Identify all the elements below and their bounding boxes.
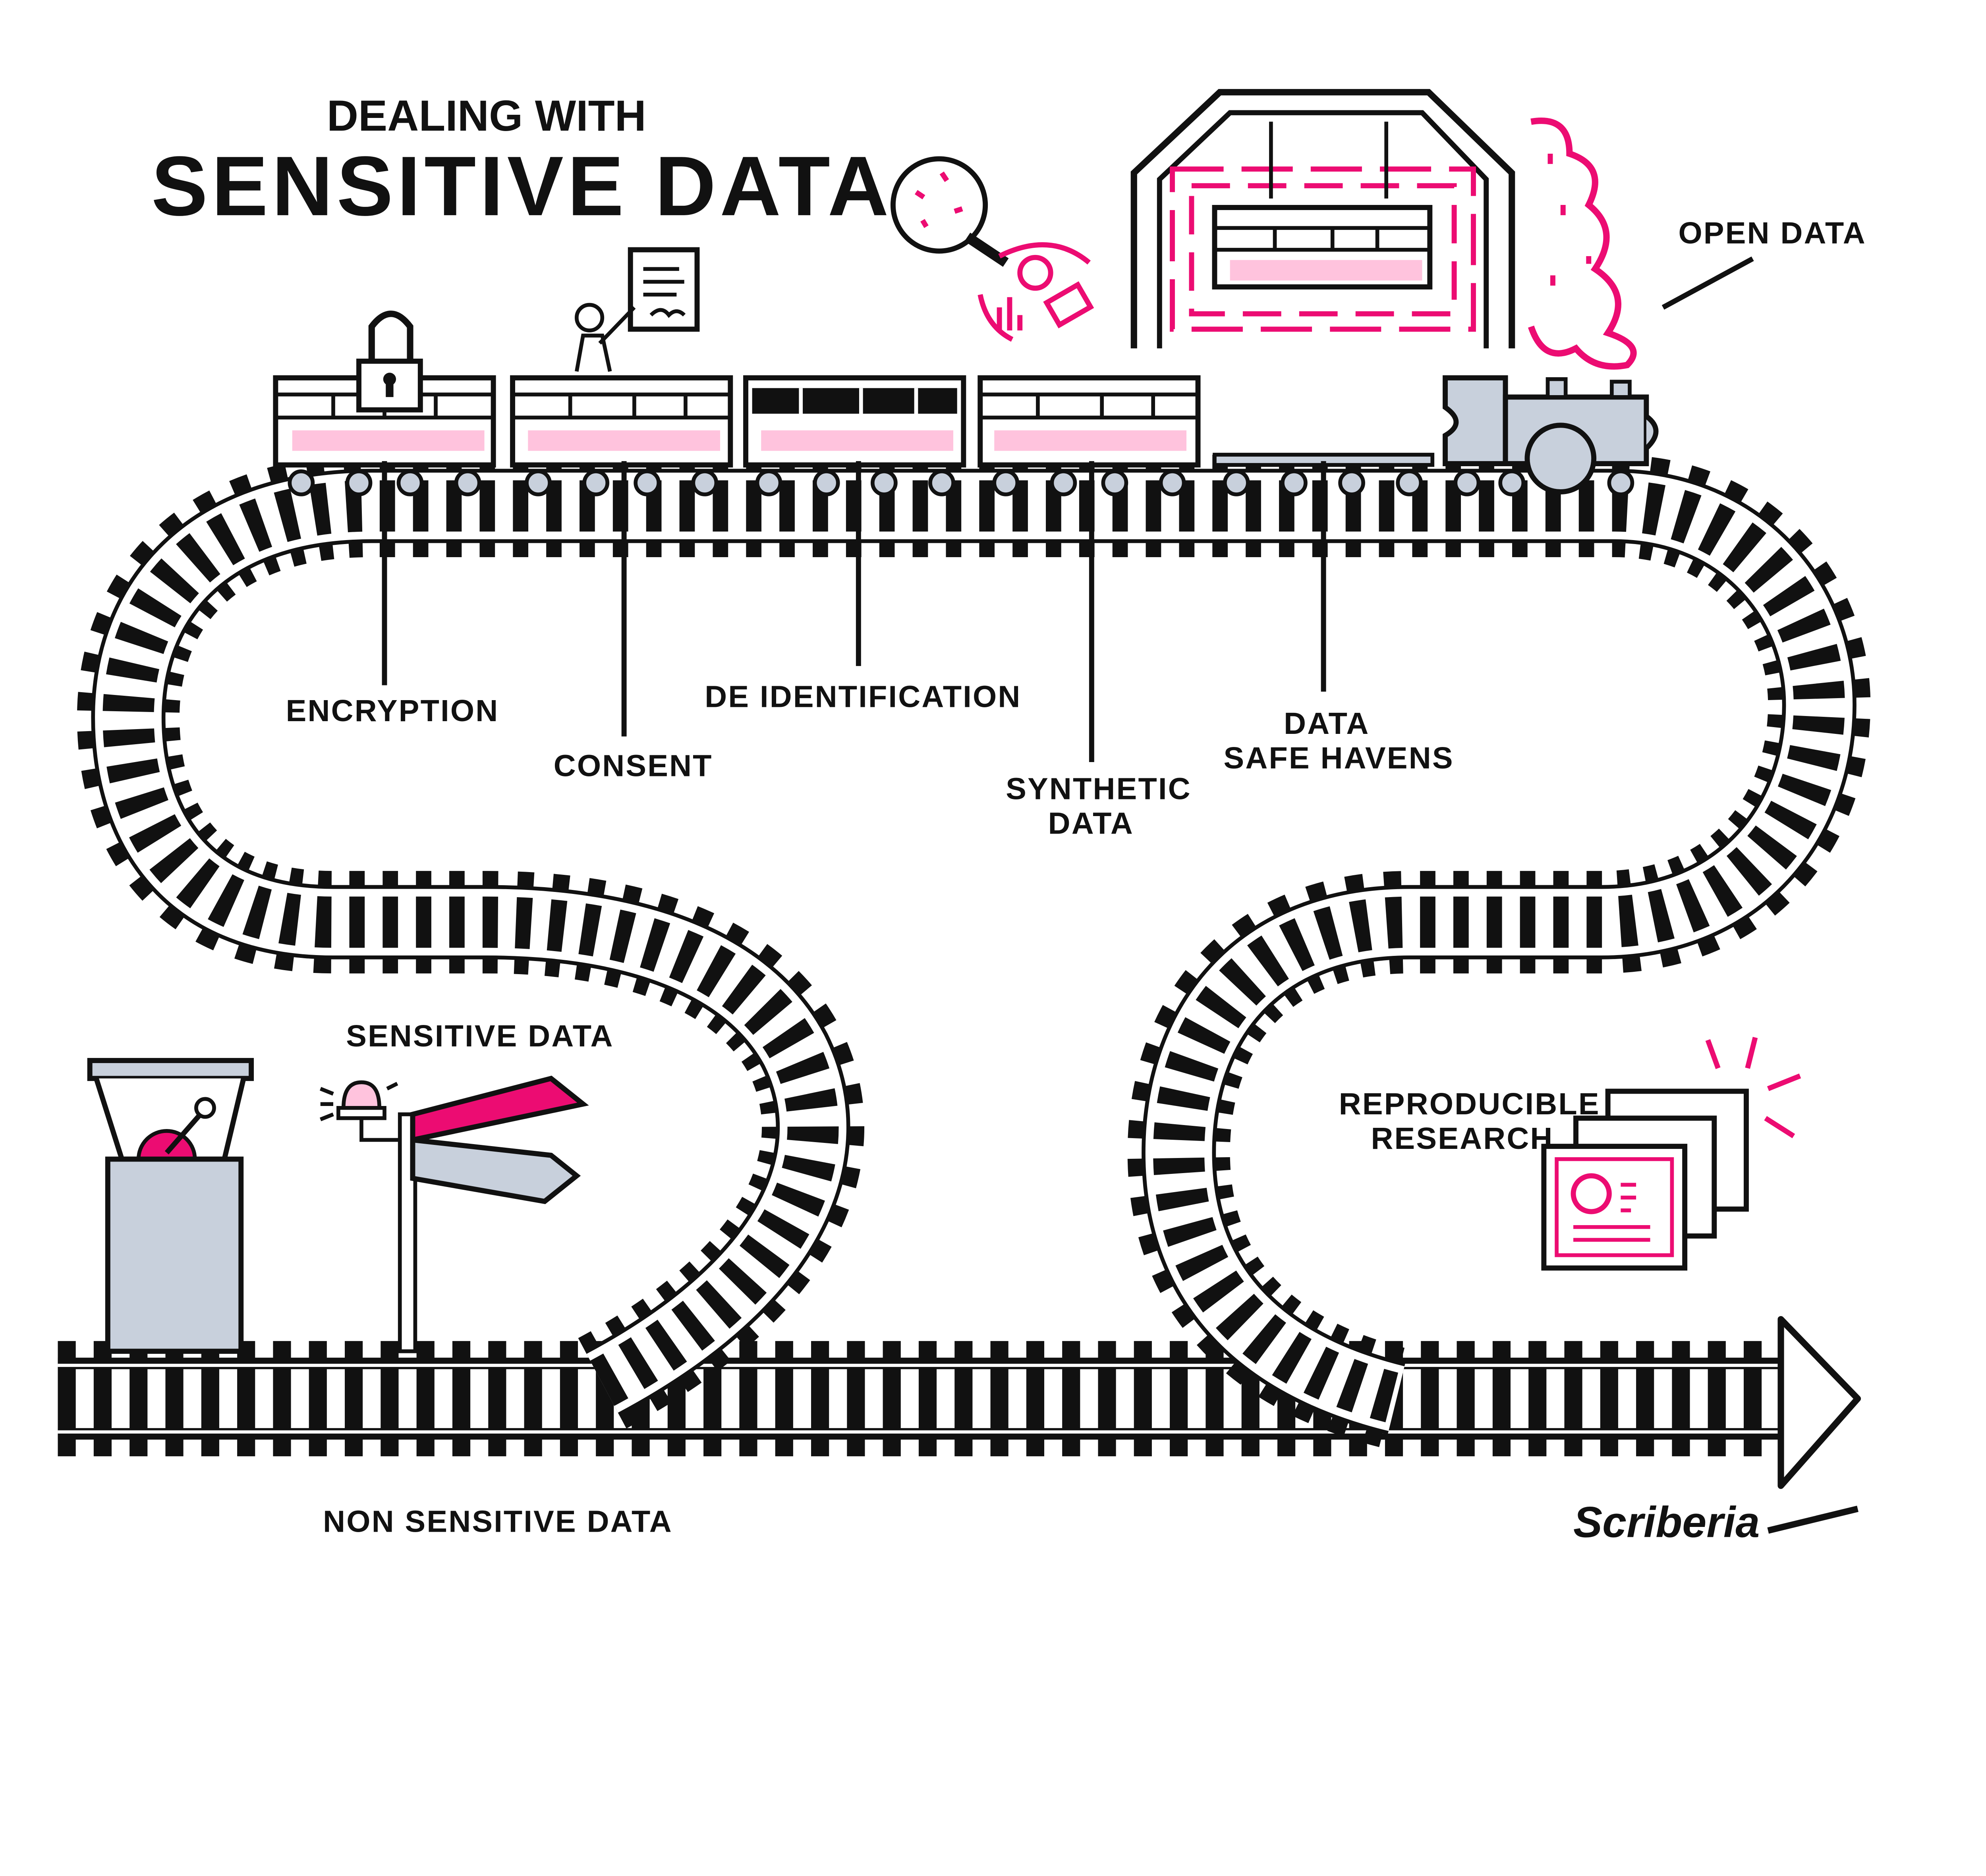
label-non-sensitive-data: NON SENSITIVE DATA: [323, 1504, 673, 1538]
label-reproducible-research-1: REPRODUCIBLE: [1339, 1087, 1600, 1121]
non-sensitive-track: [58, 1316, 1861, 1489]
steam-cloud-icon: [1528, 118, 1637, 370]
signpost-icon: [398, 1075, 589, 1353]
person-signing-document-icon: [574, 247, 700, 372]
label-open-data: OPEN DATA: [1679, 216, 1866, 250]
label-reproducible-research-2: RESEARCH: [1371, 1121, 1553, 1156]
label-data-safe-havens-2: SAFE HAVENS: [1224, 741, 1454, 775]
arrow-head-icon: [1777, 1316, 1861, 1489]
alarm-light-icon: [319, 1080, 400, 1142]
page-title: SENSITIVE DATA: [151, 139, 893, 234]
sensitive-track: [77, 454, 1871, 1449]
open-data-pointer: [1661, 256, 1754, 310]
padlock-icon: [356, 311, 423, 413]
locomotive-icon: [1443, 375, 1659, 494]
train-car-synthetic-data: [978, 375, 1201, 468]
title-line1: DEALING WITH: [327, 92, 646, 140]
lever-box-icon: [87, 1058, 254, 1354]
synthetic-charts-icon: [978, 242, 1094, 342]
label-synthetic-data-1: SYNTHETIC: [1006, 772, 1192, 806]
scriberia-logo: Scriberia: [1573, 1498, 1858, 1546]
leader-lines: [382, 461, 1326, 762]
research-reports-icon: [1541, 1036, 1801, 1271]
label-synthetic-data-2: DATA: [1048, 807, 1134, 841]
label-sensitive-data: SENSITIVE DATA: [346, 1019, 614, 1053]
label-data-safe-havens-1: DATA: [1284, 706, 1370, 741]
sensitive-data-illustration: DEALING WITH SENSITIVE DATA: [58, 89, 1871, 1546]
label-de-identification: DE IDENTIFICATION: [705, 679, 1021, 714]
train-car-de-identification: [743, 375, 966, 468]
label-consent: CONSENT: [554, 749, 713, 783]
pen-icon: [1767, 1505, 1858, 1534]
magnifier-icon: [890, 156, 1009, 267]
label-encryption: ENCRYPTION: [286, 694, 499, 728]
signature: Scriberia: [1573, 1498, 1760, 1546]
train-wheels: [288, 469, 1634, 496]
train: [273, 247, 1659, 496]
train-car-consent: [510, 375, 733, 468]
data-safe-haven-building-icon: [1130, 89, 1515, 349]
